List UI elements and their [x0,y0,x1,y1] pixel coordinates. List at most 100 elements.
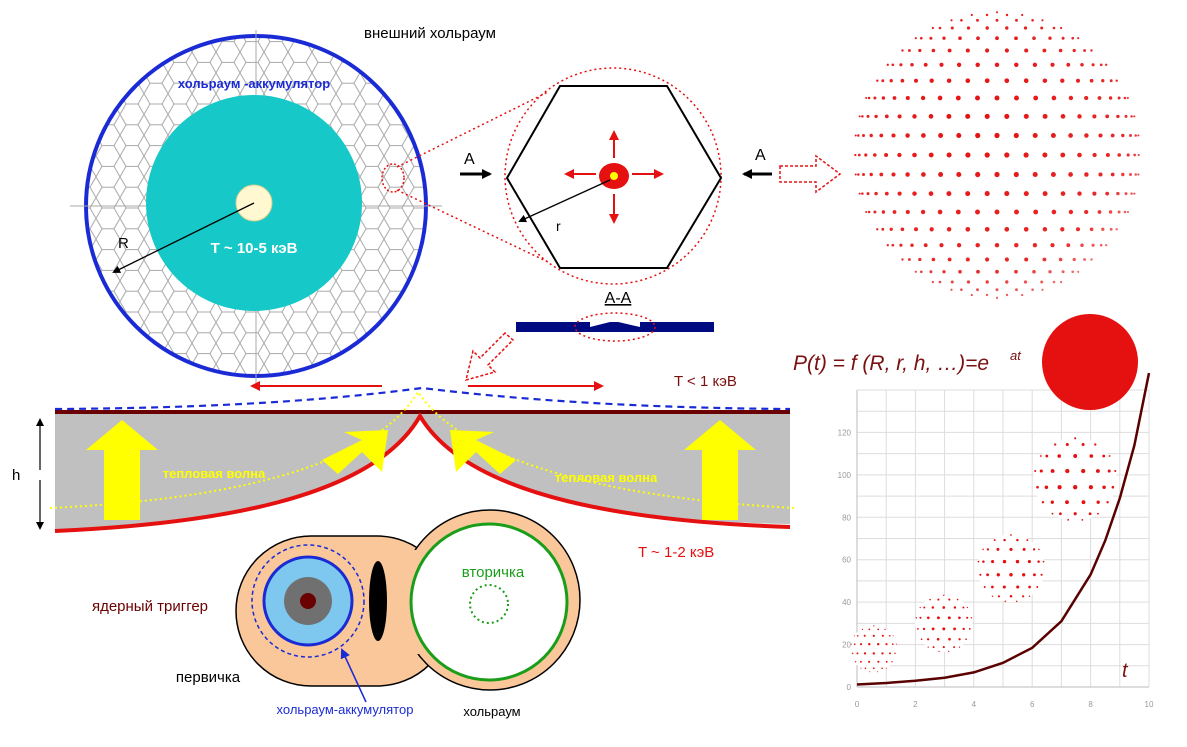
growth-sphere-dot [859,660,862,663]
growth-sphere-dot [931,627,935,631]
growth-sphere-dot [982,560,985,563]
y-tick-label: 120 [838,428,852,437]
section-AA-label: A-A [605,290,632,307]
primary-label: первичка [176,669,241,686]
growth-sphere-dot [1015,600,1018,603]
x-tick-label: 2 [913,700,918,709]
growth-sphere-dot [956,598,959,601]
growth-sphere-dot [851,652,854,655]
growth-sphere-dot [983,586,986,588]
growth-sphere-dot [1036,586,1039,588]
radius-r-arrow [518,179,611,223]
growth-sphere-dot [920,638,923,641]
growth-sphere [1033,437,1117,521]
y-tick-label: 80 [842,513,851,522]
outer-hohlraum-label: внешний хольраум [364,25,496,42]
growth-sphere-dot [948,650,950,653]
growth-sphere-dot [917,628,919,630]
growth-sphere-dot [850,643,852,645]
section-zoom-ellipse [574,312,656,342]
growth-sphere-dot [986,548,990,551]
yellow-arrow-center-left [322,430,388,474]
growth-sphere-dot [1102,454,1106,458]
y-tick-label: 60 [842,556,851,565]
accumulator-hohlraum-label: хольраум -аккумулятор [178,76,330,91]
accumulator-hohlraum-bottom-label: хольраум-аккумулятор [277,702,414,717]
growth-sphere-dot [991,560,995,564]
y-tick-label: 0 [847,683,852,692]
growth-sphere-dot [943,594,945,597]
nuclear-trigger-label: ядерный триггер [92,598,208,615]
growth-sphere-dot [894,652,896,655]
growth-sphere-dot [1073,485,1078,490]
growth-sphere-dot [979,573,982,576]
growth-sphere-dot [881,652,884,655]
growth-sphere-dot [996,547,1000,551]
radius-r-label: r [556,218,561,234]
growth-sphere-dot [1108,455,1111,457]
growth-sphere-dot [966,616,969,619]
growth-sphere-dot [877,643,880,646]
growth-sphere-dot [947,616,951,620]
growth-sphere-dot [1032,573,1036,577]
growth-sphere-dot [965,638,967,641]
growth-sphere-dot [915,617,918,619]
growth-sphere-dot [1050,469,1055,473]
growth-sphere-dot [968,628,971,630]
growth-sphere [850,625,898,673]
growth-sphere-dot [1074,437,1077,440]
growth-sphere-dot [1111,485,1115,489]
growth-sphere-dot [991,585,994,589]
full-power-sphere [1042,314,1138,410]
growth-sphere-dot [1073,454,1078,458]
growth-sphere-dot [877,671,879,673]
growth-sphere-dot [863,652,867,655]
growth-sphere-dot [885,660,888,663]
radiation-shield [369,561,387,641]
growth-spheres [850,437,1117,673]
growth-sphere-dot [1081,500,1086,505]
y-tick-label: 20 [842,641,851,650]
growth-sphere-dot [1032,548,1036,551]
growth-sphere-dot [1041,501,1045,504]
growth-sphere-dot [853,643,856,646]
growth-sphere-dot [953,606,957,609]
growth-sphere-dot [958,616,961,620]
secondary-ring [409,522,569,682]
growth-sphere-dot [942,606,946,609]
yellow-arrow-right [684,420,756,520]
growth-sphere-dot [861,628,864,631]
growth-sphere-dot [923,606,926,609]
growth-sphere-dot [1040,573,1043,576]
growth-sphere-dot [932,646,935,649]
growth-sphere-dot [1027,560,1031,564]
growth-sphere-dot [1097,512,1099,515]
growth-sphere-dot [993,539,996,542]
growth-sphere-dot [881,667,883,670]
dotted-sphere [854,11,1140,299]
growth-sphere-dot [929,598,931,601]
growth-sphere-dot [1106,501,1109,504]
growth-sphere-dot [997,595,1001,598]
growth-sphere-dot [1037,560,1040,563]
growth-sphere-dot [873,625,875,627]
yellow-arrow-left [86,420,158,520]
low-temperature-label: T < 1 кэВ [674,373,737,390]
growth-sphere-dot [937,598,940,601]
growth-sphere-dot [868,643,871,646]
growth-sphere-base [850,625,898,673]
growth-sphere-dot [869,671,871,673]
growth-sphere-dot [936,616,940,620]
growth-sphere-dot [854,661,857,663]
growth-sphere-dot [856,634,859,637]
growth-sphere-dot [953,646,956,649]
growth-sphere-dot [860,667,862,669]
growth-sphere-dot [1002,559,1007,564]
zoom-line-top [396,91,549,168]
growth-sphere-dot [1016,585,1020,589]
growth-sphere-dot [1044,485,1049,489]
growth-sphere-dot [1002,585,1006,589]
growth-sphere-dot [1028,595,1031,598]
